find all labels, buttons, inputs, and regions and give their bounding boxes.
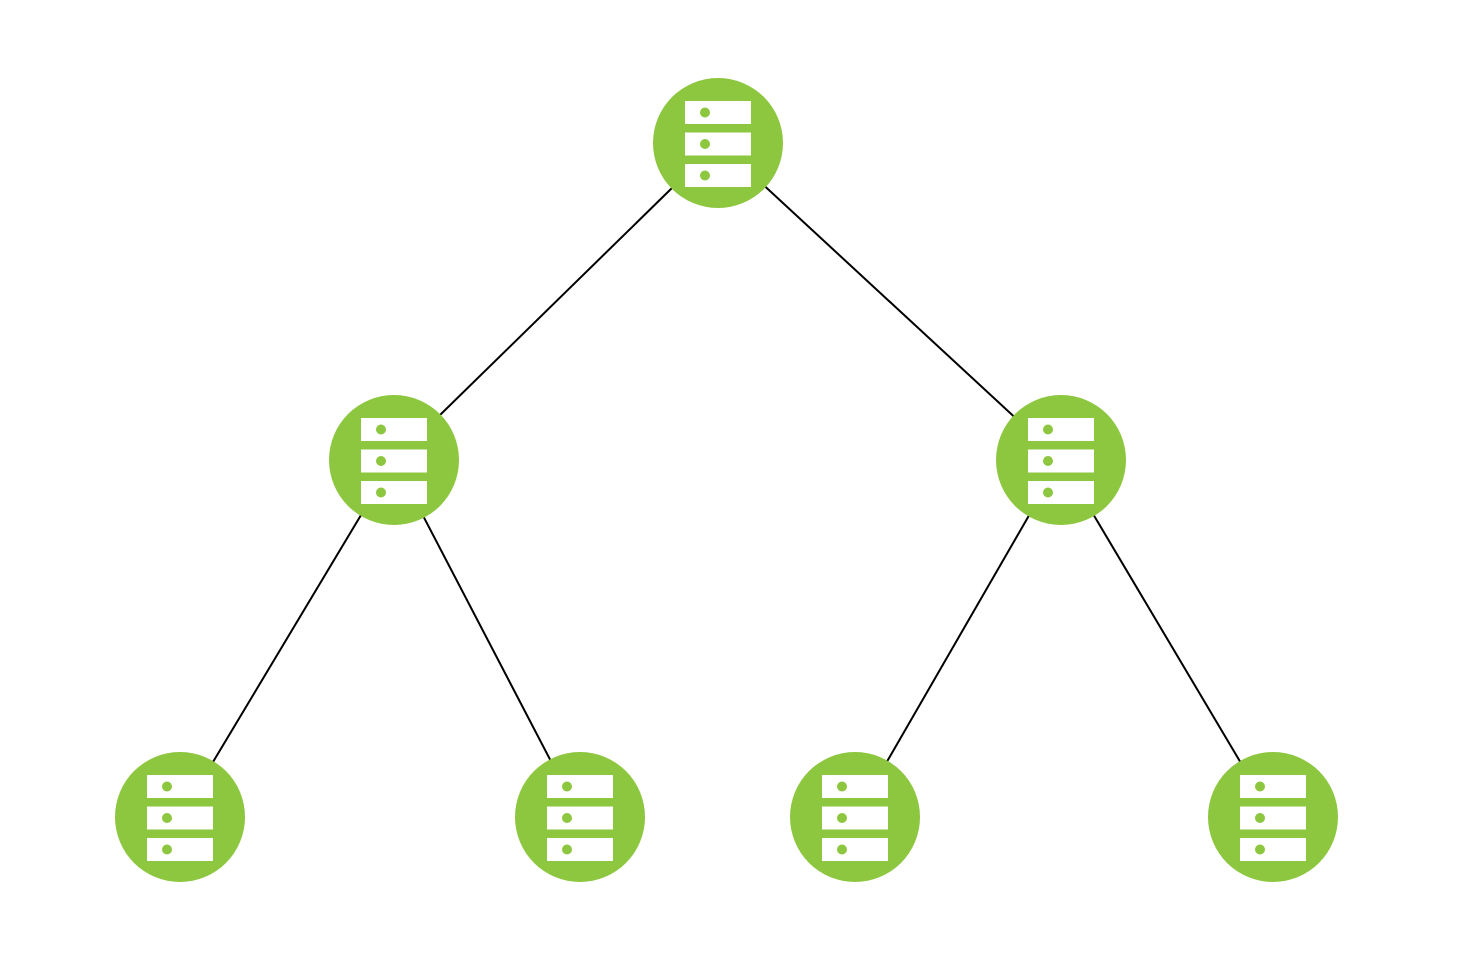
node-right-right [1208, 752, 1338, 882]
edge-root-to-left [393, 142, 719, 461]
server-led [700, 107, 710, 118]
server-rack-unit [1240, 775, 1306, 798]
server-led [837, 781, 847, 792]
server-led [837, 813, 847, 823]
server-rack-unit [361, 481, 427, 504]
server-rack-unit [147, 838, 213, 861]
server-rack-unit [1028, 449, 1094, 473]
server-led [562, 781, 572, 792]
server-icon [1028, 418, 1094, 504]
server-rack-unit [1240, 838, 1306, 861]
server-rack-unit [822, 775, 888, 798]
server-led [700, 139, 710, 149]
server-rack-unit [685, 164, 751, 187]
server-led [1043, 487, 1053, 498]
server-led [376, 424, 386, 435]
node-left-right [515, 752, 645, 882]
edge-root-to-right [717, 142, 1062, 461]
server-icon [822, 775, 888, 861]
node-left-left [115, 752, 245, 882]
server-led [1255, 844, 1265, 855]
server-rack-unit [685, 101, 751, 124]
node-right-left [790, 752, 920, 882]
server-rack-unit [547, 838, 613, 861]
server-rack-unit [361, 449, 427, 473]
server-rack-unit [547, 775, 613, 798]
node-left [329, 395, 459, 525]
server-led [562, 844, 572, 855]
server-led [700, 170, 710, 181]
nodes-layer [115, 78, 1338, 882]
server-led [376, 487, 386, 498]
server-led [162, 781, 172, 792]
server-led [1255, 781, 1265, 792]
server-rack-unit [685, 132, 751, 156]
server-icon [361, 418, 427, 504]
server-led [1043, 456, 1053, 466]
server-led [162, 844, 172, 855]
server-rack-unit [1240, 806, 1306, 830]
edge-left-to-left-right [393, 459, 581, 818]
node-right [996, 395, 1126, 525]
server-rack-unit [1028, 418, 1094, 441]
server-rack-unit [361, 418, 427, 441]
server-rack-unit [147, 806, 213, 830]
server-rack-unit [1028, 481, 1094, 504]
edges-layer [179, 142, 1274, 818]
server-rack-unit [547, 806, 613, 830]
server-icon [685, 101, 751, 187]
server-led [162, 813, 172, 823]
server-icon [1240, 775, 1306, 861]
server-led [1043, 424, 1053, 435]
server-led [1255, 813, 1265, 823]
server-rack-unit [822, 838, 888, 861]
server-led [376, 456, 386, 466]
node-root [653, 78, 783, 208]
server-icon [147, 775, 213, 861]
edge-right-to-right-left [854, 459, 1062, 818]
server-icon [547, 775, 613, 861]
server-rack-unit [147, 775, 213, 798]
server-led [837, 844, 847, 855]
server-rack-unit [822, 806, 888, 830]
edge-left-to-left-left [179, 459, 395, 818]
edge-right-to-right-right [1060, 459, 1274, 818]
server-led [562, 813, 572, 823]
